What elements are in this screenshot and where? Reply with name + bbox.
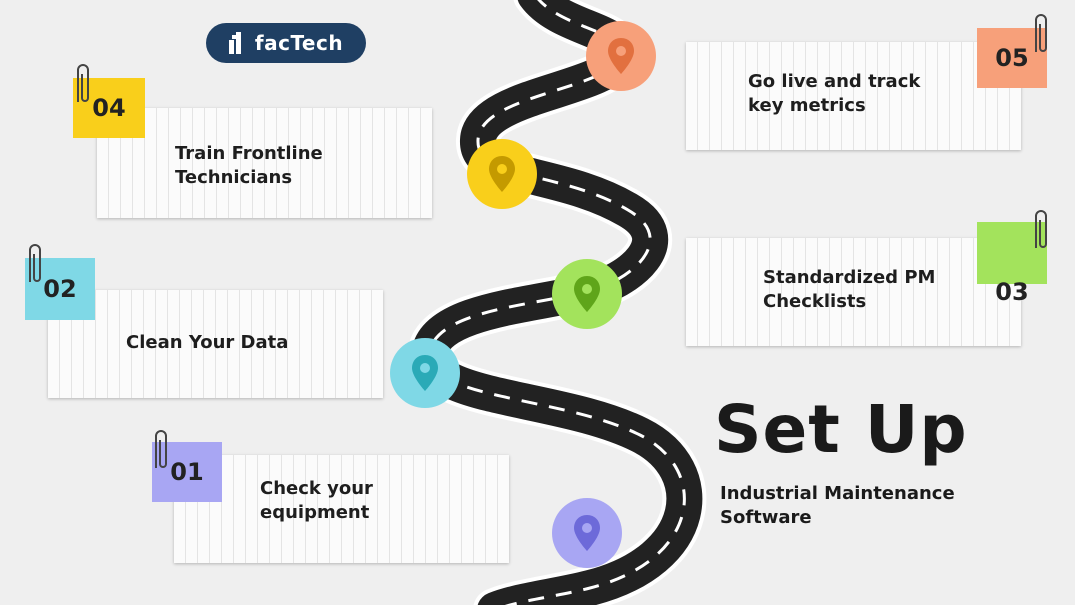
step-card-03: Standardized PM Checklists bbox=[686, 238, 1021, 346]
step-number-01: 01 bbox=[170, 458, 204, 486]
paperclip-icon bbox=[1035, 210, 1047, 248]
map-pin-02 bbox=[390, 338, 460, 408]
step-tag-04: 04 bbox=[73, 78, 145, 138]
page-title: Set Up bbox=[714, 391, 968, 468]
map-pin-04 bbox=[467, 139, 537, 209]
brand-logo: facTech bbox=[206, 23, 366, 63]
paperclip-icon bbox=[155, 430, 167, 468]
map-pin-01 bbox=[552, 498, 622, 568]
map-pin-03 bbox=[552, 259, 622, 329]
location-pin-icon bbox=[608, 38, 634, 74]
location-pin-icon bbox=[412, 355, 438, 391]
location-pin-icon bbox=[574, 515, 600, 551]
step-number-03: 03 bbox=[995, 278, 1029, 306]
location-pin-icon bbox=[489, 156, 515, 192]
step-tag-01: 01 bbox=[152, 442, 222, 502]
step-card-01: Check your equipment bbox=[174, 455, 509, 563]
step-card-04: Train Frontline Technicians bbox=[97, 108, 432, 218]
step-number-04: 04 bbox=[92, 94, 126, 122]
brand-name: facTech bbox=[254, 31, 344, 55]
step-label-04: Train Frontline Technicians bbox=[175, 143, 323, 188]
location-pin-icon bbox=[574, 276, 600, 312]
step-tag-02: 02 bbox=[25, 258, 95, 320]
step-card-05: Go live and track key metrics bbox=[686, 42, 1021, 150]
step-number-02: 02 bbox=[43, 275, 77, 303]
paperclip-icon bbox=[1035, 14, 1047, 52]
page-subtitle: Industrial Maintenance Software bbox=[720, 483, 955, 528]
step-label-03: Standardized PM Checklists bbox=[763, 267, 936, 312]
paperclip-icon bbox=[77, 64, 89, 102]
paperclip-icon bbox=[29, 244, 41, 282]
factory-icon bbox=[228, 32, 245, 54]
step-label-05: Go live and track key metrics bbox=[748, 71, 921, 116]
step-card-02: Clean Your Data bbox=[48, 290, 383, 398]
step-label-01: Check your equipment bbox=[260, 478, 373, 523]
map-pin-05 bbox=[586, 21, 656, 91]
step-number-05: 05 bbox=[995, 44, 1029, 72]
step-label-02: Clean Your Data bbox=[126, 332, 289, 353]
